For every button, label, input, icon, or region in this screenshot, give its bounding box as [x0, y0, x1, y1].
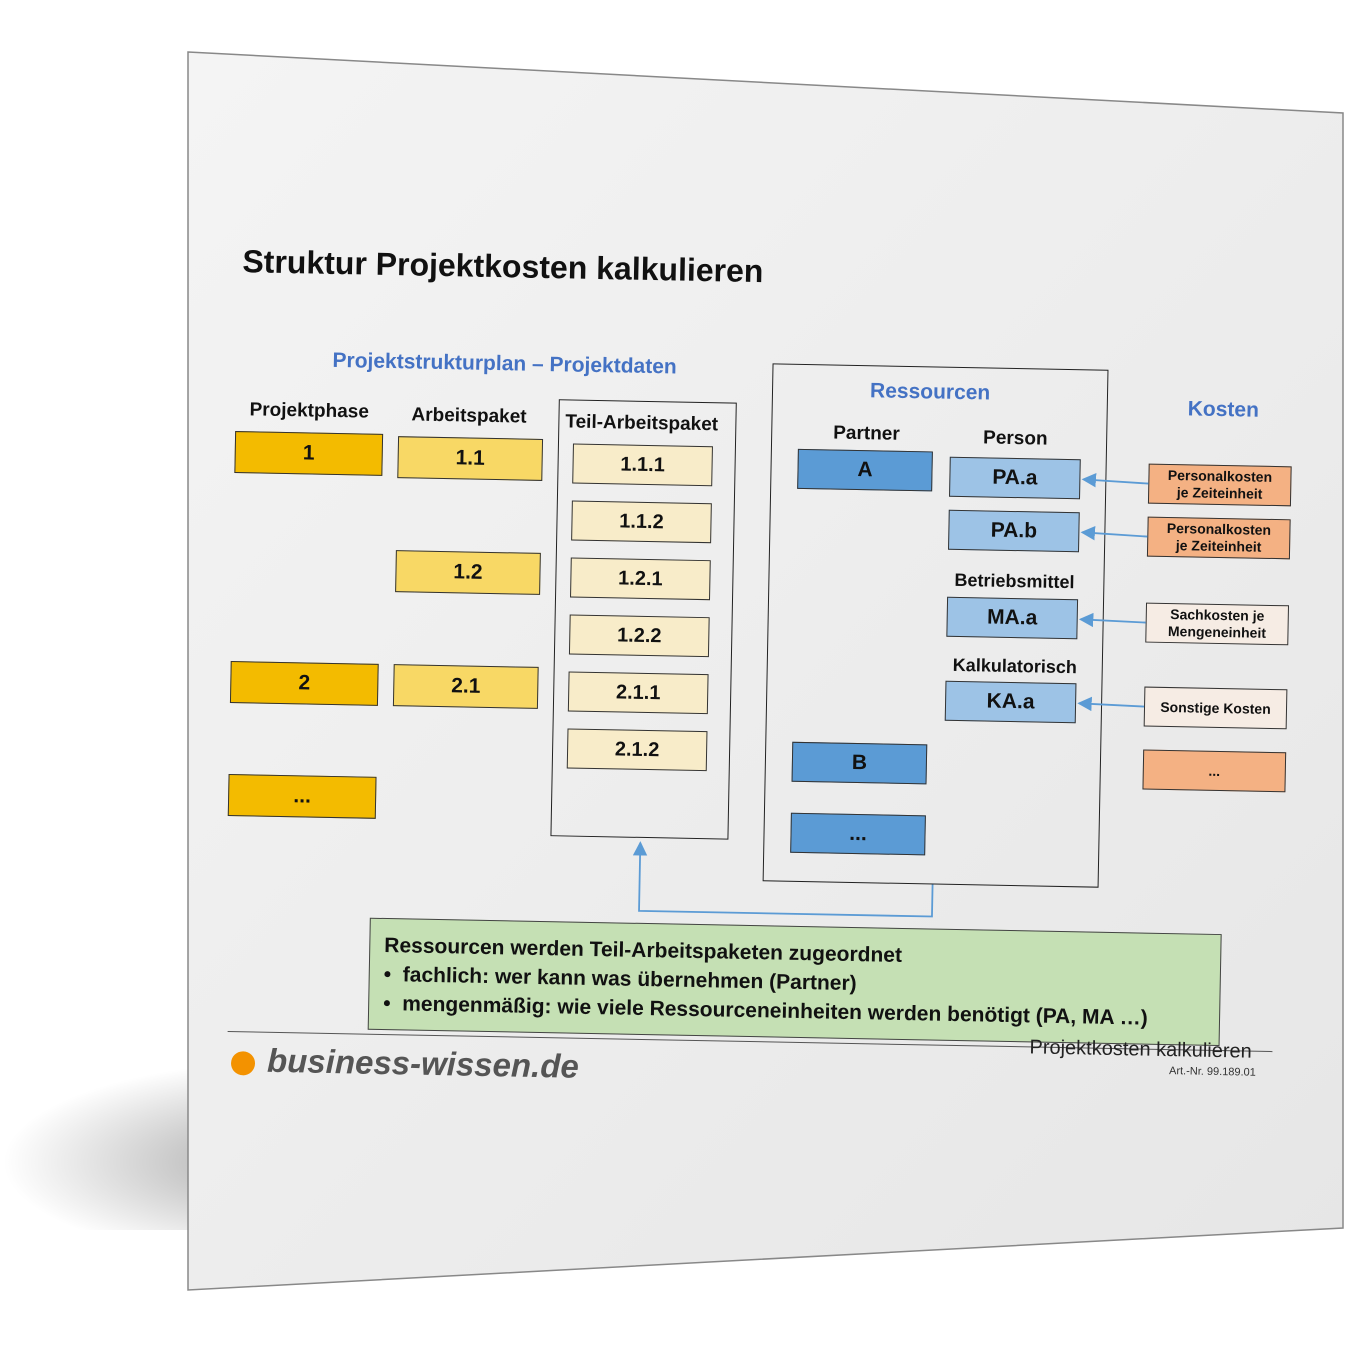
arrow-resources-to-subpackages [632, 841, 934, 918]
brand-logo: business-wissen.de [266, 1041, 580, 1085]
arrow-cost-to-pa-b [1080, 525, 1148, 541]
footer-art-nr: Art.-Nr. 99.189.01 [1168, 1065, 1256, 1079]
footer-doc-title: Projektkosten kalkulieren [1029, 1036, 1252, 1063]
note-box: Ressourcen werden Teil-Arbeitspaketen zu… [367, 917, 1222, 1047]
arrow-cost-to-ma-a [1078, 612, 1146, 628]
arrow-cost-to-ka-a [1077, 696, 1145, 712]
arrow-cost-to-pa-a [1081, 472, 1149, 488]
